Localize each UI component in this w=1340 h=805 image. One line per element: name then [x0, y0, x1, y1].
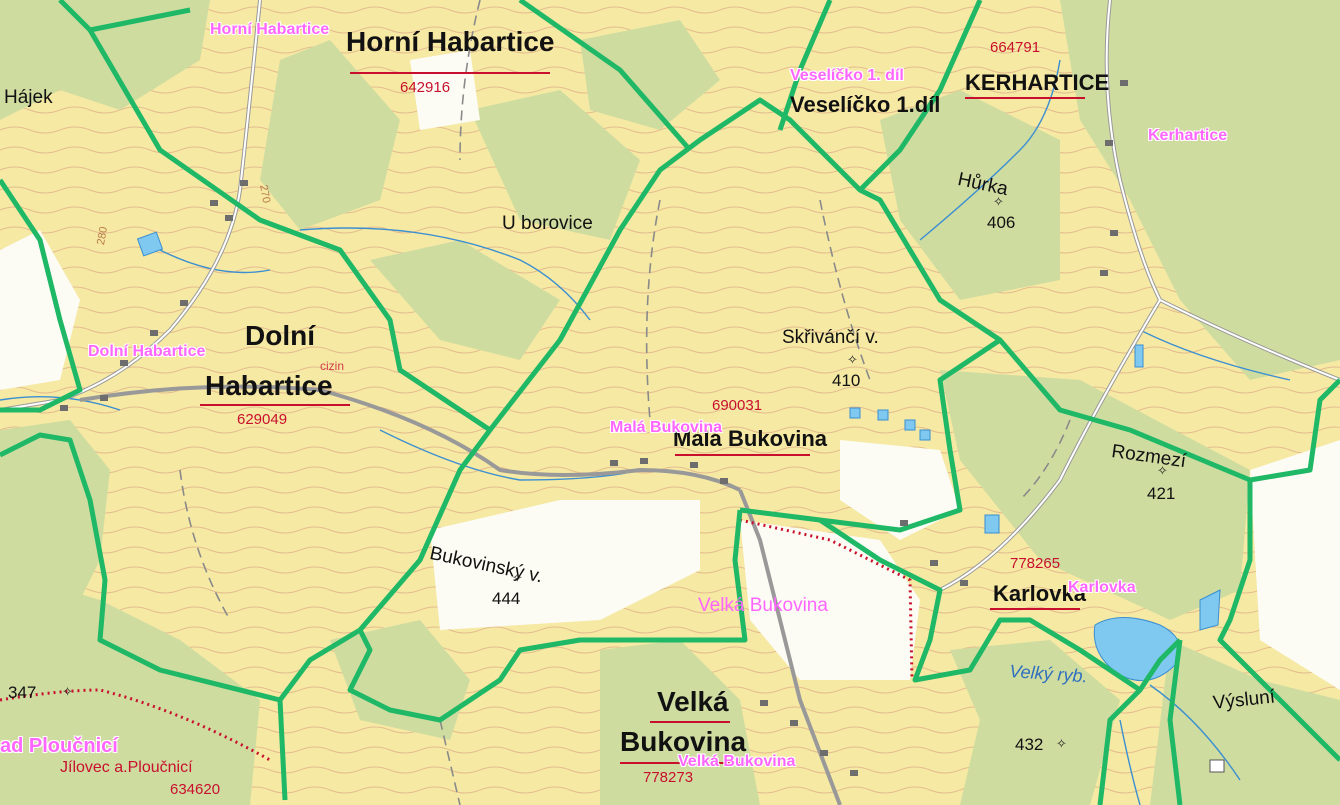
- streams: [0, 59, 1291, 805]
- road-label-cizin: cizin: [320, 359, 345, 373]
- elevation-label: 347: [8, 683, 37, 702]
- overlay-label-velka-bukovina-bottom[interactable]: Velká Bukovina: [678, 753, 796, 770]
- overlay-label-kerhartice[interactable]: Kerhartice: [1148, 127, 1228, 144]
- cadastral-code: 629049: [237, 411, 288, 428]
- cadastral-code: 690031: [712, 397, 763, 414]
- overlay-label-dolni-habartice[interactable]: Dolní Habartice: [88, 343, 206, 360]
- village-kerhartice: KERHARTICE: [965, 70, 1110, 95]
- contour-label: 270: [257, 183, 273, 204]
- cadastral-code: 664791: [990, 39, 1041, 56]
- elevation-label: 406: [987, 213, 1016, 232]
- cadastral-code: 634620: [170, 781, 221, 798]
- overlay-label-horni-habartice[interactable]: Horní Habartice: [210, 21, 330, 38]
- place-ploucnici-partial: Jílovec a.Ploučnicí: [60, 759, 193, 776]
- overlay-label-veselicko[interactable]: Veselíčko 1. díl: [790, 67, 904, 84]
- overlay-label-karlovka[interactable]: Karlovka: [1068, 579, 1136, 596]
- village-dolni-line2: Habartice: [205, 370, 333, 401]
- tracks: [179, 0, 1071, 805]
- village-underline: [620, 762, 750, 764]
- elevation-label: 444: [492, 589, 521, 608]
- village-underline: [650, 721, 730, 723]
- cadastral-code: 778265: [1010, 555, 1061, 572]
- elevation-label: 421: [1147, 484, 1176, 503]
- open-areas: [0, 50, 1340, 690]
- village-underline: [965, 97, 1085, 99]
- peak-icon: ✧: [993, 195, 1004, 210]
- peak-icon: ✧: [1157, 464, 1168, 479]
- village-karlovka: Karlovka: [993, 581, 1086, 606]
- peak-icon: ✧: [1056, 737, 1067, 752]
- village-mala-bukovina: Malá Bukovina: [673, 426, 828, 451]
- peak-icon: ✧: [512, 571, 523, 586]
- place-skrivanci: Skřivánčí v.: [782, 327, 879, 348]
- elevation-label: 432: [1015, 735, 1044, 754]
- buildings: [60, 80, 1225, 776]
- peak-icon: ✧: [62, 685, 73, 700]
- elevation-label: 410: [832, 371, 861, 390]
- place-u-borovice: U borovice: [502, 213, 593, 234]
- village-velka-line1: Velká: [657, 686, 729, 717]
- overlay-label-ploucnici[interactable]: ad Ploučnicí: [0, 735, 118, 757]
- overlay-label-velka-bukovina[interactable]: Velká Bukovina: [698, 595, 828, 616]
- cadastral-code: 778273: [643, 769, 694, 786]
- overlay-label-mala-bukovina[interactable]: Malá Bukovina: [610, 419, 723, 436]
- village-underline: [675, 454, 810, 456]
- roads-inner: [0, 0, 1340, 591]
- village-underline: [350, 72, 550, 74]
- village-underline: [200, 404, 350, 406]
- village-velka-line2: Bukovina: [620, 726, 747, 757]
- place-hajek: Hájek: [4, 87, 53, 108]
- peak-icon: ✧: [847, 353, 858, 368]
- village-underline: [990, 608, 1080, 610]
- village-horni-habartice: Horní Habartice: [346, 26, 555, 57]
- village-dolni-line1: Dolní: [245, 320, 315, 351]
- village-veselicko: Veselíčko 1.díl: [790, 92, 941, 117]
- cadastral-code: 642916: [400, 79, 451, 96]
